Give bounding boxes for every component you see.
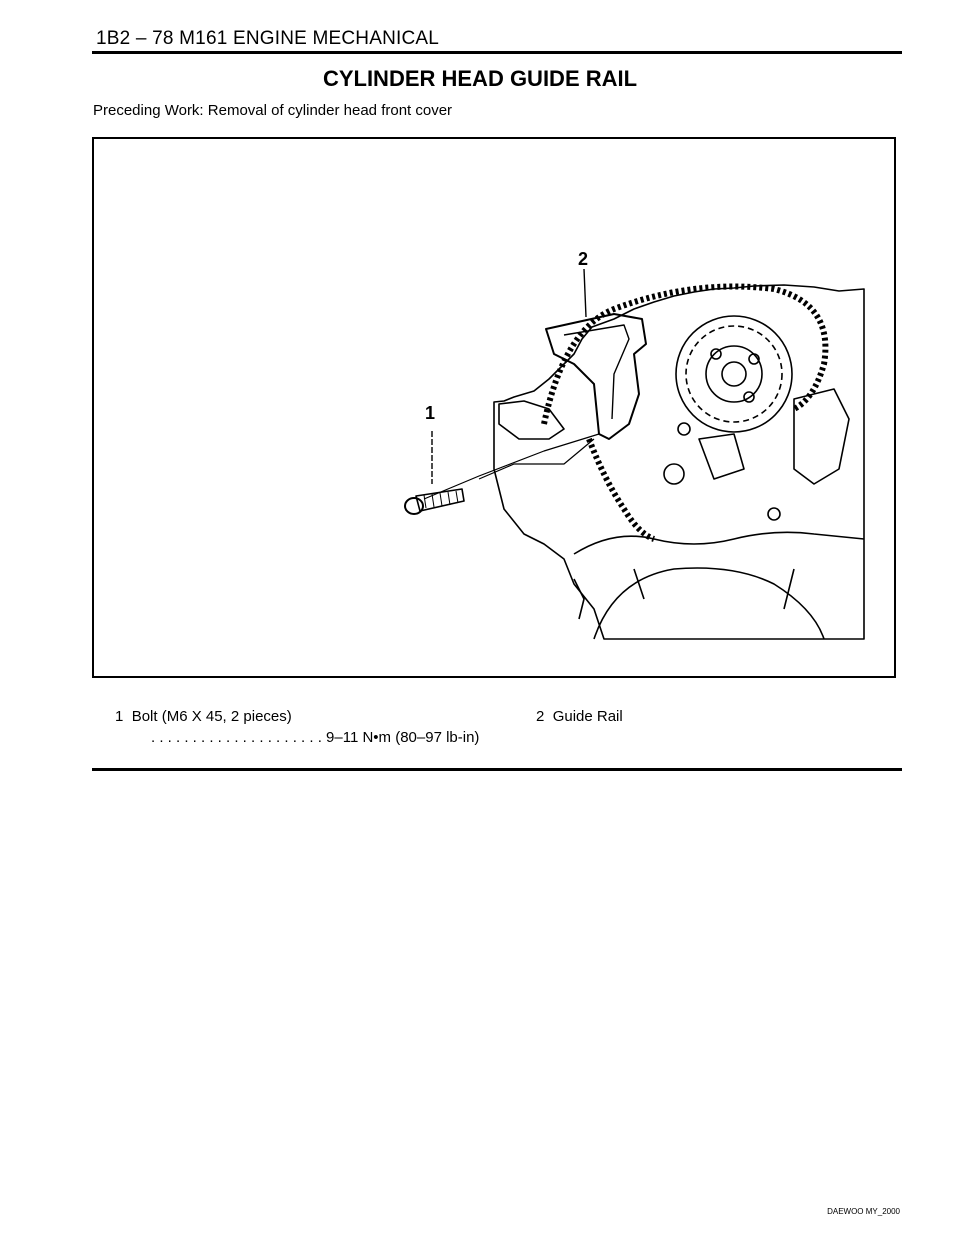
footer-code: DAEWOO MY_2000 [827,1207,900,1216]
callout-1: 1 [425,403,435,423]
timing-chain [541,283,829,425]
bottom-rule [92,768,902,771]
legend-text: Guide Rail [552,708,623,725]
engine-drawing: 2 1 [404,249,865,640]
camshaft-sprocket [675,315,793,433]
page-title: CYLINDER HEAD GUIDE RAIL [322,66,638,91]
legend-number: 1 [115,708,124,725]
engine-illustration: 2 1 [92,137,896,678]
legend-text: Bolt (M6 X 45, 2 pieces) [131,708,292,725]
torque-spec: . . . . . . . . . . . . . . . . . . . . … [151,729,480,746]
legend-item-1: 1 Bolt (M6 X 45, 2 pieces) . . . . . . .… [115,708,479,746]
bolt-leader-line [423,433,600,500]
legend-number: 2 [536,708,545,725]
timing-chain-lower [586,437,656,542]
page-header: 1B2 – 78 M161 ENGINE MECHANICAL [96,28,440,49]
callout-2: 2 [578,249,588,269]
bolt [404,488,465,515]
guide-rail [545,313,647,440]
engine-block-outline [493,284,865,640]
legend-item-2: 2 Guide Rail [536,708,623,725]
bracket [498,400,565,440]
header-rule [92,51,902,54]
preceding-work: Preceding Work: Removal of cylinder head… [93,102,453,119]
